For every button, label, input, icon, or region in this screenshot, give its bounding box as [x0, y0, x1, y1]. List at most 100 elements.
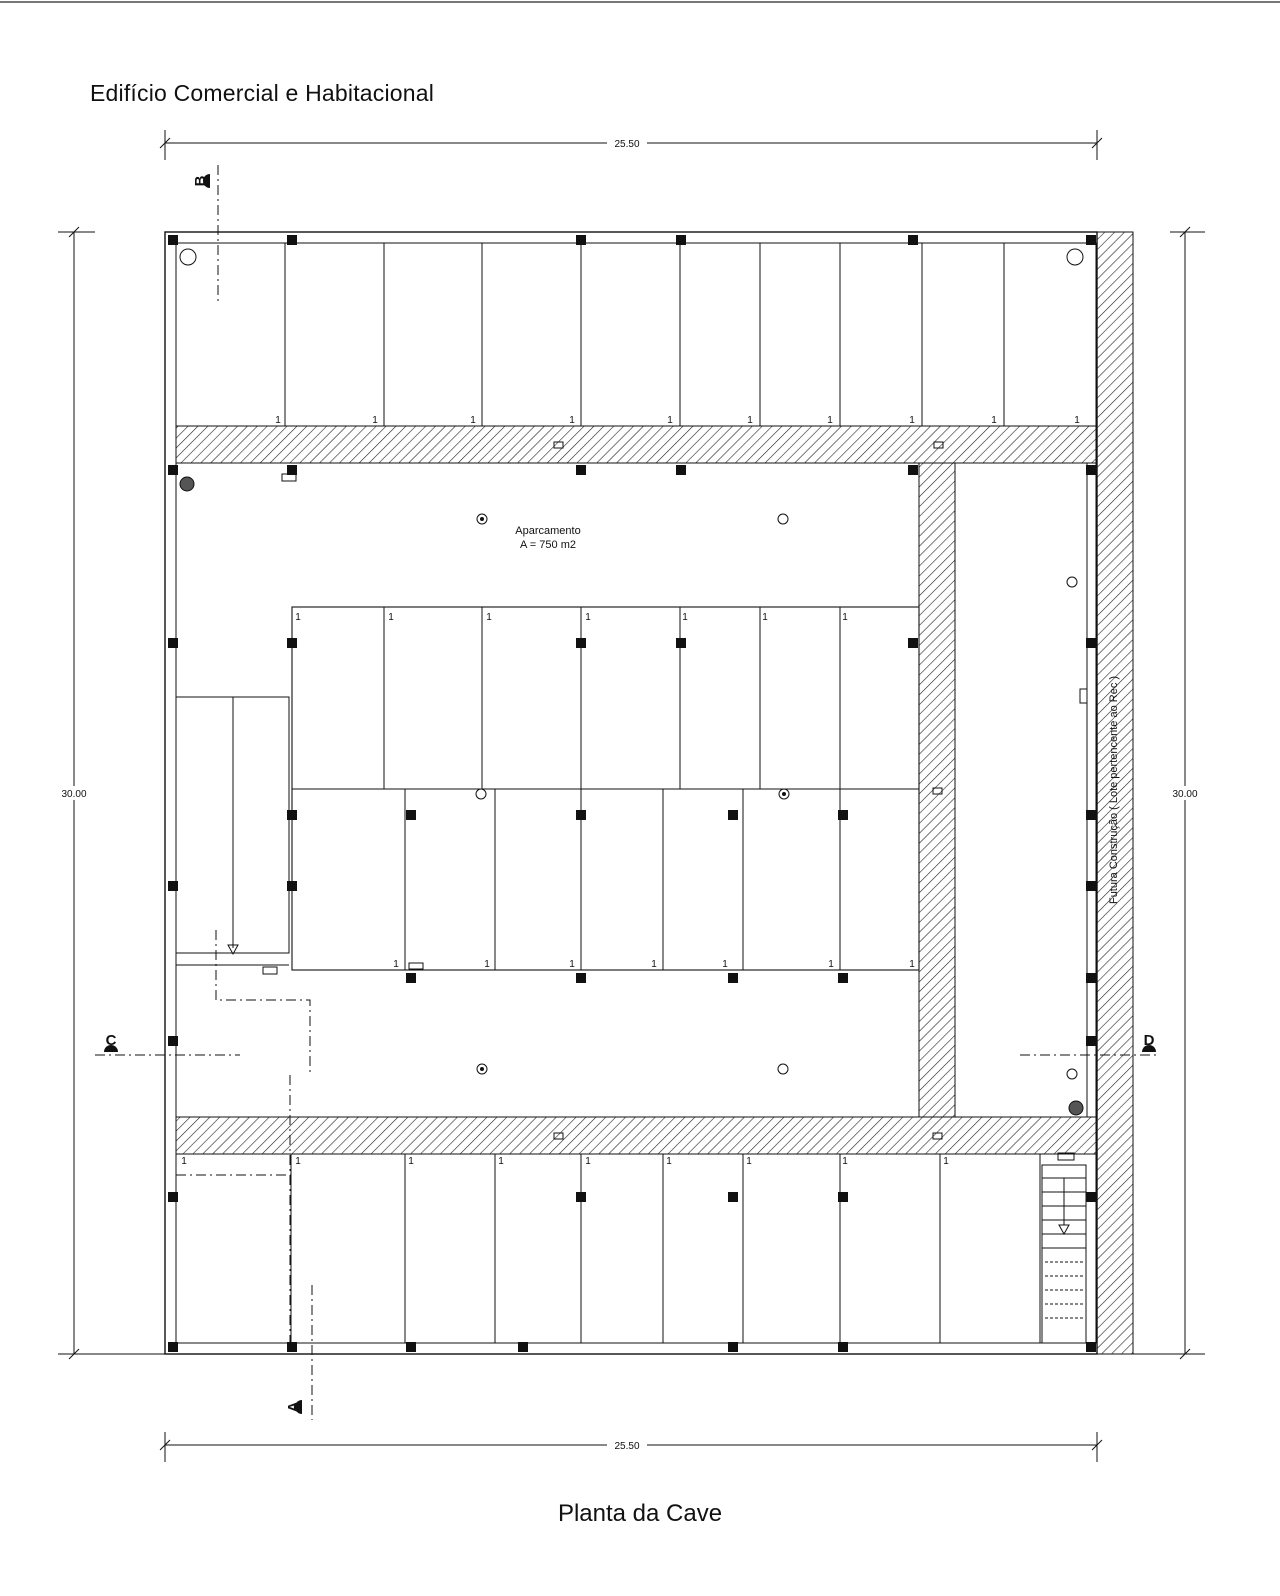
- light-icon: [932, 787, 943, 795]
- dimension-right: 30.00: [1172, 789, 1197, 800]
- column: [576, 973, 586, 983]
- extinguisher-icon: [1068, 1100, 1084, 1116]
- column: [287, 235, 297, 245]
- stall-number: 1: [181, 1156, 187, 1167]
- top-ramp-strip: [175, 425, 1098, 464]
- light-icon: [408, 962, 424, 970]
- light-icon: [1057, 1152, 1075, 1161]
- column: [518, 1342, 528, 1352]
- column: [287, 881, 297, 891]
- stall-number: 1: [746, 1156, 752, 1167]
- sprinkler-icon: [475, 788, 487, 800]
- column: [168, 881, 178, 891]
- column: [728, 810, 738, 820]
- sprinkler-icon: [778, 788, 790, 800]
- column: [576, 1192, 586, 1202]
- stall-number: 1: [372, 415, 378, 426]
- structural-columns: [168, 235, 1096, 1352]
- column: [576, 465, 586, 475]
- stall-number: 1: [569, 959, 575, 970]
- outer-walls: [164, 231, 1098, 1355]
- column: [576, 638, 586, 648]
- section-markers: [104, 174, 1156, 1414]
- sprinkler-icon: [1066, 576, 1078, 588]
- column: [1086, 973, 1096, 983]
- column: [168, 1036, 178, 1046]
- stall-number: 1: [585, 1156, 591, 1167]
- stall-number: 1: [909, 415, 915, 426]
- stall-number: 1: [828, 959, 834, 970]
- column: [676, 638, 686, 648]
- column: [287, 465, 297, 475]
- column: [838, 1192, 848, 1202]
- sprinkler-icon: [476, 1063, 488, 1075]
- column: [676, 235, 686, 245]
- column: [728, 1192, 738, 1202]
- light-icon: [1079, 688, 1088, 704]
- column: [676, 465, 686, 475]
- stall-number: 1: [722, 959, 728, 970]
- stall-number: 1: [585, 612, 591, 623]
- dimension-lines: [58, 130, 1205, 1462]
- stall-number: 1: [651, 959, 657, 970]
- column: [1086, 638, 1096, 648]
- hatched-walls: [175, 231, 1134, 1355]
- light-icon: [553, 1132, 564, 1140]
- stall-number: 1: [408, 1156, 414, 1167]
- column: [908, 465, 918, 475]
- stall-number: 1: [484, 959, 490, 970]
- light-icon: [933, 441, 944, 449]
- column: [287, 810, 297, 820]
- down-arrow-icon: [227, 944, 239, 956]
- column: [406, 810, 416, 820]
- stall-number: 1: [747, 415, 753, 426]
- column: [1086, 1342, 1096, 1352]
- column: [287, 1342, 297, 1352]
- stall-number: 1: [393, 959, 399, 970]
- stall-number: 1: [470, 415, 476, 426]
- column: [908, 638, 918, 648]
- stall-number: 1: [909, 959, 915, 970]
- column: [576, 235, 586, 245]
- light-icon: [553, 441, 564, 449]
- light-icon: [281, 473, 297, 482]
- column: [1086, 465, 1096, 475]
- column: [406, 1342, 416, 1352]
- dashed-lines: [95, 165, 1160, 1420]
- vertical-ramp-strip: [918, 462, 956, 1118]
- sprinkler-icon: [1066, 1068, 1078, 1080]
- column: [728, 973, 738, 983]
- column: [168, 235, 178, 245]
- stall-number: 1: [295, 612, 301, 623]
- section-c-label: C: [106, 1032, 117, 1049]
- side-note: Futura Construção ( Lote pertencente ao …: [1108, 676, 1120, 904]
- section-a-label: A: [285, 1401, 302, 1412]
- stall-number: 1: [1074, 415, 1080, 426]
- column: [1086, 235, 1096, 245]
- room-area: A = 750 m2: [520, 539, 576, 551]
- room-label: Aparcamento: [515, 525, 580, 537]
- column: [838, 1342, 848, 1352]
- column: [1086, 810, 1096, 820]
- vent-icon: [179, 248, 197, 266]
- stall-number: 1: [295, 1156, 301, 1167]
- stall-number: 1: [842, 612, 848, 623]
- vent-icon: [1066, 248, 1084, 266]
- column: [287, 638, 297, 648]
- column: [168, 1342, 178, 1352]
- stall-number: 1: [991, 415, 997, 426]
- parking-stall-lines: [284, 243, 1041, 1343]
- stall-number: 1: [486, 612, 492, 623]
- fixtures: [179, 248, 1088, 1161]
- staircase: [1041, 1164, 1087, 1344]
- stall-number: 1: [762, 612, 768, 623]
- central-island: [291, 606, 920, 971]
- light-icon: [932, 1132, 943, 1140]
- column: [168, 1192, 178, 1202]
- section-d-label: D: [1144, 1032, 1155, 1049]
- extinguisher-icon: [179, 476, 195, 492]
- stall-number: 1: [388, 612, 394, 623]
- dimension-top: 25.50: [614, 139, 639, 150]
